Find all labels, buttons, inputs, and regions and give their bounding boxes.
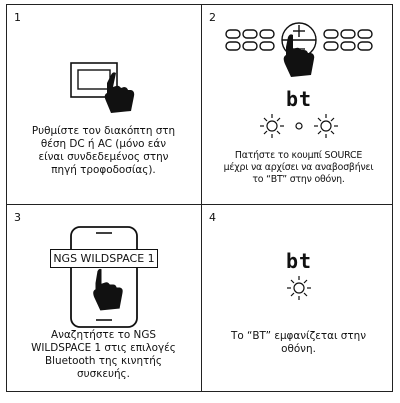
pointing-hand-icon <box>104 72 135 113</box>
grid-divider-horizontal <box>7 204 392 206</box>
blink-dot-icon <box>295 122 303 130</box>
phone-body <box>70 226 138 328</box>
blinking-indicator-illustration <box>260 114 338 138</box>
step-description: Πατήστε το κουμπί SOURCE μέχρι να αρχίσε… <box>223 150 374 185</box>
step-description: Αναζητήστε το NGS WILDSPACE 1 στις επιλο… <box>31 329 176 380</box>
step-number: 1 <box>14 11 21 24</box>
pointing-hand-icon <box>283 34 315 77</box>
step-panel-4: 4 bt Το “BT” εμφανίζεται στην οθόνη. <box>202 205 395 403</box>
step-panel-2: 2 bt <box>202 5 395 203</box>
display-bt-text: bt <box>286 87 313 111</box>
device-name-label: NGS WILDSPACE 1 <box>53 252 155 265</box>
step-panel-3: 3 NGS WILDSPACE 1 Αναζητήστε το NGS WILD… <box>7 205 200 403</box>
switch-press-illustration <box>70 62 135 113</box>
control-panel-illustration <box>225 22 373 77</box>
bluetooth-device-entry[interactable]: NGS WILDSPACE 1 <box>50 249 158 268</box>
blink-sun-icon-right <box>314 114 338 138</box>
step-description: Το “BT” εμφανίζεται στην οθόνη. <box>231 330 366 355</box>
switch-rocker <box>77 69 111 90</box>
phone-illustration <box>70 226 138 328</box>
step-description: Ρυθμίστε τον διακόπτη στη θέση DC ή AC (… <box>31 125 176 176</box>
step-number: 4 <box>209 211 216 224</box>
steady-indicator-icon <box>287 276 311 300</box>
display-bt-text: bt <box>286 249 313 273</box>
step-number: 3 <box>14 211 21 224</box>
step-number: 2 <box>209 11 216 24</box>
instruction-grid: 1 Ρυθμίστε τον διακόπτη στη θέση DC ή AC… <box>6 4 393 392</box>
switch-outer-frame <box>70 62 118 98</box>
step-panel-1: 1 Ρυθμίστε τον διακόπτη στη θέση DC ή AC… <box>7 5 200 203</box>
pointing-hand-icon <box>92 267 124 312</box>
grid-divider-vertical <box>201 5 203 391</box>
blink-sun-icon-left <box>260 114 284 138</box>
